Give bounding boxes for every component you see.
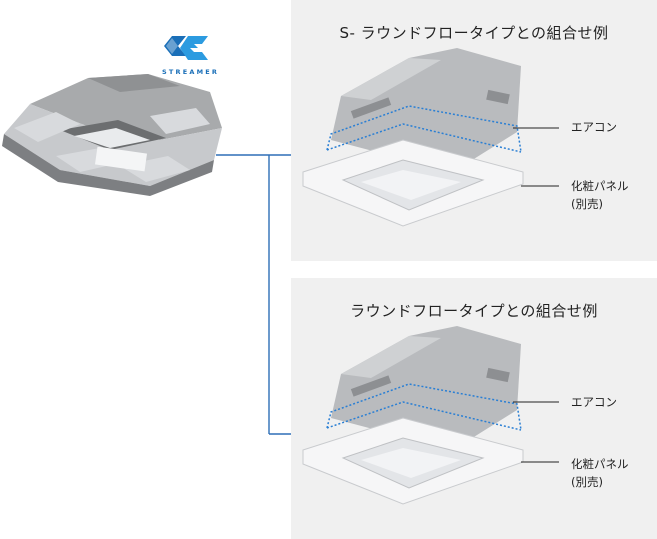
decor-panel-icon <box>302 417 524 505</box>
mating-outline <box>326 383 522 431</box>
label-aircon: エアコン <box>571 395 617 409</box>
aircon-unit-illustration <box>302 48 559 227</box>
label-decor-panel: 化粧パネル <box>571 457 629 471</box>
decor-panel-icon <box>302 139 524 227</box>
aircon-unit-illustration <box>302 326 559 505</box>
label-decor-panel-note: (別売) <box>571 197 603 211</box>
logo-text: STREAMER <box>162 68 220 76</box>
panel-title: ラウンドフロータイプとの組合せ例 <box>350 302 598 320</box>
mating-outline <box>326 105 522 153</box>
example-panel-top: S- ラウンドフロータイプとの組合せ例 エアコン 化粧パネル (別売) <box>291 0 657 261</box>
label-aircon: エアコン <box>571 120 617 134</box>
label-decor-panel-note: (別売) <box>571 475 603 489</box>
streamer-logo-icon <box>164 36 208 60</box>
label-decor-panel: 化粧パネル <box>571 179 629 193</box>
example-panel-bottom: ラウンドフロータイプとの組合せ例 エアコン 化粧パネル (別売) <box>291 278 657 539</box>
panel-title: S- ラウンドフロータイプとの組合せ例 <box>339 24 609 42</box>
cassette-unit-icon <box>2 74 222 196</box>
